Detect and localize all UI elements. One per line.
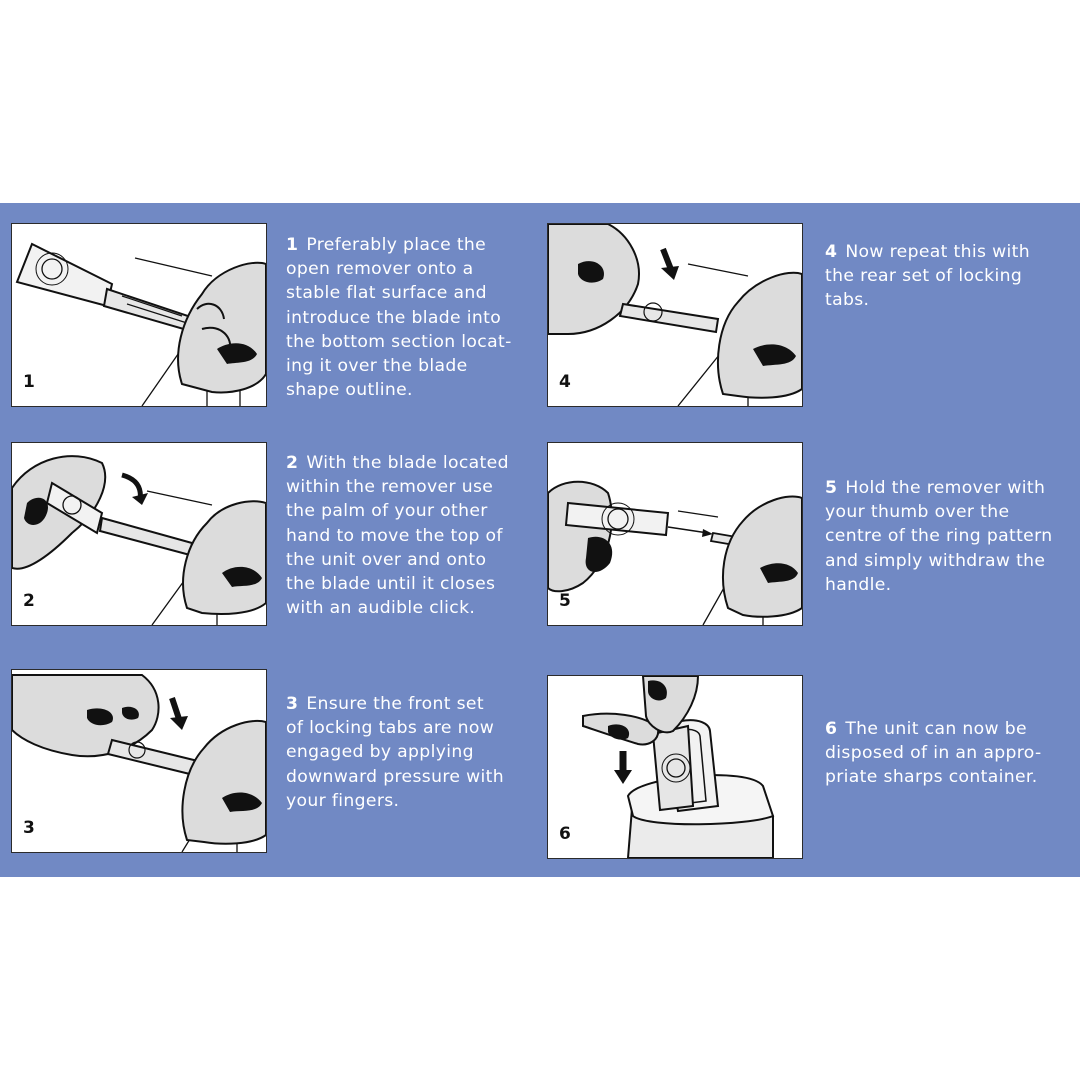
step-4-illustration: 4	[547, 223, 803, 407]
step-4-number: 4	[825, 242, 838, 262]
step-3-illustration: 3	[11, 669, 267, 853]
step-1-line: open remover onto a	[286, 259, 474, 280]
step-2-line: With the blade located	[306, 453, 509, 473]
step-1-line: shape outline.	[286, 380, 413, 401]
step-5-line: and simply withdraw the	[825, 550, 1046, 571]
step-1-number: 1	[286, 235, 299, 255]
step-1-text: 1 Preferably place the open remover onto …	[286, 233, 512, 402]
step-2-number: 2	[286, 453, 299, 473]
step-4-line: tabs.	[825, 290, 870, 311]
step-3-line: of locking tabs are now	[286, 718, 495, 739]
step-2-line: with an audible click.	[286, 598, 476, 619]
step-6-line: disposed of in an appro-	[825, 743, 1042, 764]
step-5-illustration: 5	[547, 442, 803, 626]
open-remover-blade-illustration	[15, 242, 266, 406]
withdraw-handle-illustration	[548, 480, 802, 625]
step-3-line: downward pressure with	[286, 766, 504, 787]
step-6-number: 6	[825, 719, 838, 739]
step-2-line: the palm of your other	[286, 501, 488, 522]
step-3-line: Ensure the front set	[306, 694, 484, 714]
step-2-text: 2 With the blade located within the remov…	[286, 451, 509, 620]
step-4-text: 4 Now repeat this with the rear set of lo…	[825, 240, 1030, 313]
step-5-text: 5 Hold the remover with your thumb over t…	[825, 476, 1052, 597]
sharps-container-illustration	[582, 676, 775, 858]
step-1-line: introduce the blade into	[286, 307, 502, 328]
step-3-image-number: 3	[23, 818, 35, 838]
step-3-number: 3	[286, 694, 299, 714]
step-2-line: hand to move the top of	[286, 525, 503, 546]
step-6-image-number: 6	[559, 824, 571, 844]
rear-locking-tabs-illustration	[548, 224, 802, 406]
step-6-line: priate sharps container.	[825, 767, 1038, 788]
step-5-line: centre of the ring pattern	[825, 526, 1053, 547]
closing-remover-illustration	[12, 455, 266, 625]
step-2-line: the unit over and onto	[286, 549, 487, 570]
step-5-line: Hold the remover with	[845, 478, 1046, 498]
step-1-line: Preferably place the	[306, 235, 487, 255]
step-6-illustration: 6	[547, 675, 803, 859]
step-1-line: the bottom section locat-	[286, 331, 512, 352]
step-4-line: the rear set of locking	[825, 266, 1023, 287]
step-3-line: engaged by applying	[286, 742, 474, 763]
step-5-line: your thumb over the	[825, 502, 1010, 523]
step-3-text: 3 Ensure the front set of locking tabs ar…	[286, 692, 504, 813]
step-2-image-number: 2	[23, 591, 35, 611]
step-2-line: within the remover use	[286, 477, 494, 498]
step-6-line: The unit can now be	[845, 719, 1027, 739]
step-2-illustration: 2	[11, 442, 267, 626]
step-1-image-number: 1	[23, 372, 35, 392]
step-4-image-number: 4	[559, 372, 571, 392]
step-6-text: 6 The unit can now be disposed of in an a…	[825, 717, 1042, 790]
step-3-line: your fingers.	[286, 790, 400, 811]
step-1-illustration: 1	[11, 223, 267, 407]
step-1-line: ing it over the blade	[286, 356, 468, 377]
step-5-line: handle.	[825, 574, 892, 595]
step-5-image-number: 5	[559, 591, 571, 611]
step-2-line: the blade until it closes	[286, 574, 496, 595]
front-locking-tabs-illustration	[12, 674, 266, 852]
instruction-panel: 1 1 Preferably place the open remover ont…	[0, 203, 1080, 877]
step-4-line: Now repeat this with	[845, 242, 1030, 262]
step-1-line: stable flat surface and	[286, 283, 487, 304]
step-5-number: 5	[825, 478, 838, 498]
